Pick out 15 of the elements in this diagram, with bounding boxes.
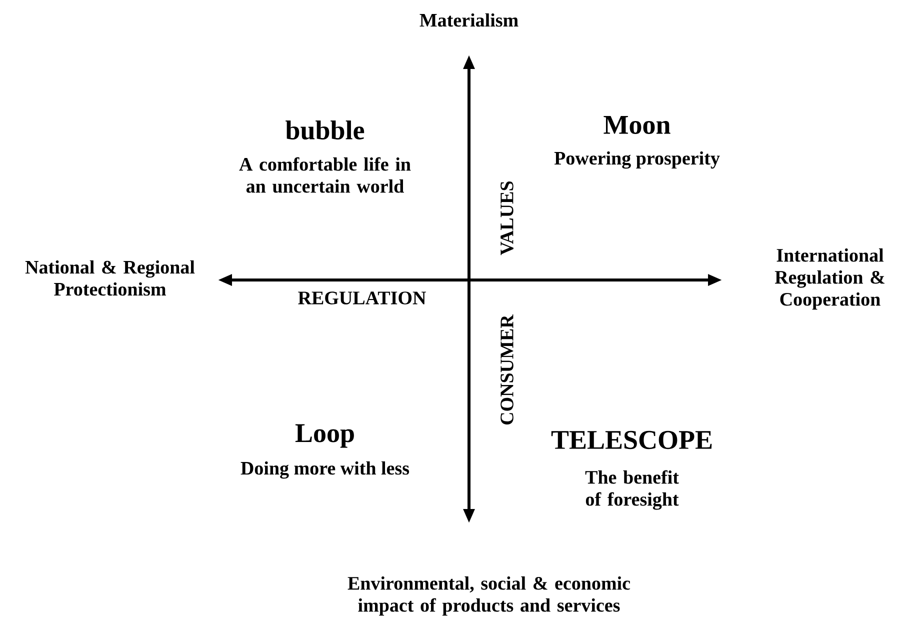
axis-label: Environmental, social & economic impact of products and services bbox=[348, 576, 630, 616]
quadrant-title: Moon bbox=[604, 116, 670, 134]
axis-label: International Regulation & Cooperation bbox=[774, 248, 884, 310]
quadrant-title: Loop bbox=[295, 424, 354, 448]
quadrant-subtitle: Doing more with less bbox=[240, 461, 410, 479]
quadrant-subtitle: The benefit of foresight bbox=[585, 470, 679, 510]
axis-label: VALUES bbox=[500, 181, 514, 256]
quadrant-subtitle: Powering prosperity bbox=[554, 151, 720, 169]
quadrant-title: TELESCOPE bbox=[551, 430, 712, 450]
axis-label: Materialism bbox=[420, 13, 518, 27]
axis-label: National & Regional Protectionism bbox=[25, 260, 195, 296]
axis-label: REGULATION bbox=[298, 292, 426, 304]
axis-label: CONSUMER bbox=[500, 314, 514, 424]
quadrant-title: bubble bbox=[286, 120, 364, 140]
quadrant-subtitle: A comfortable life in an uncertain world bbox=[239, 157, 411, 193]
